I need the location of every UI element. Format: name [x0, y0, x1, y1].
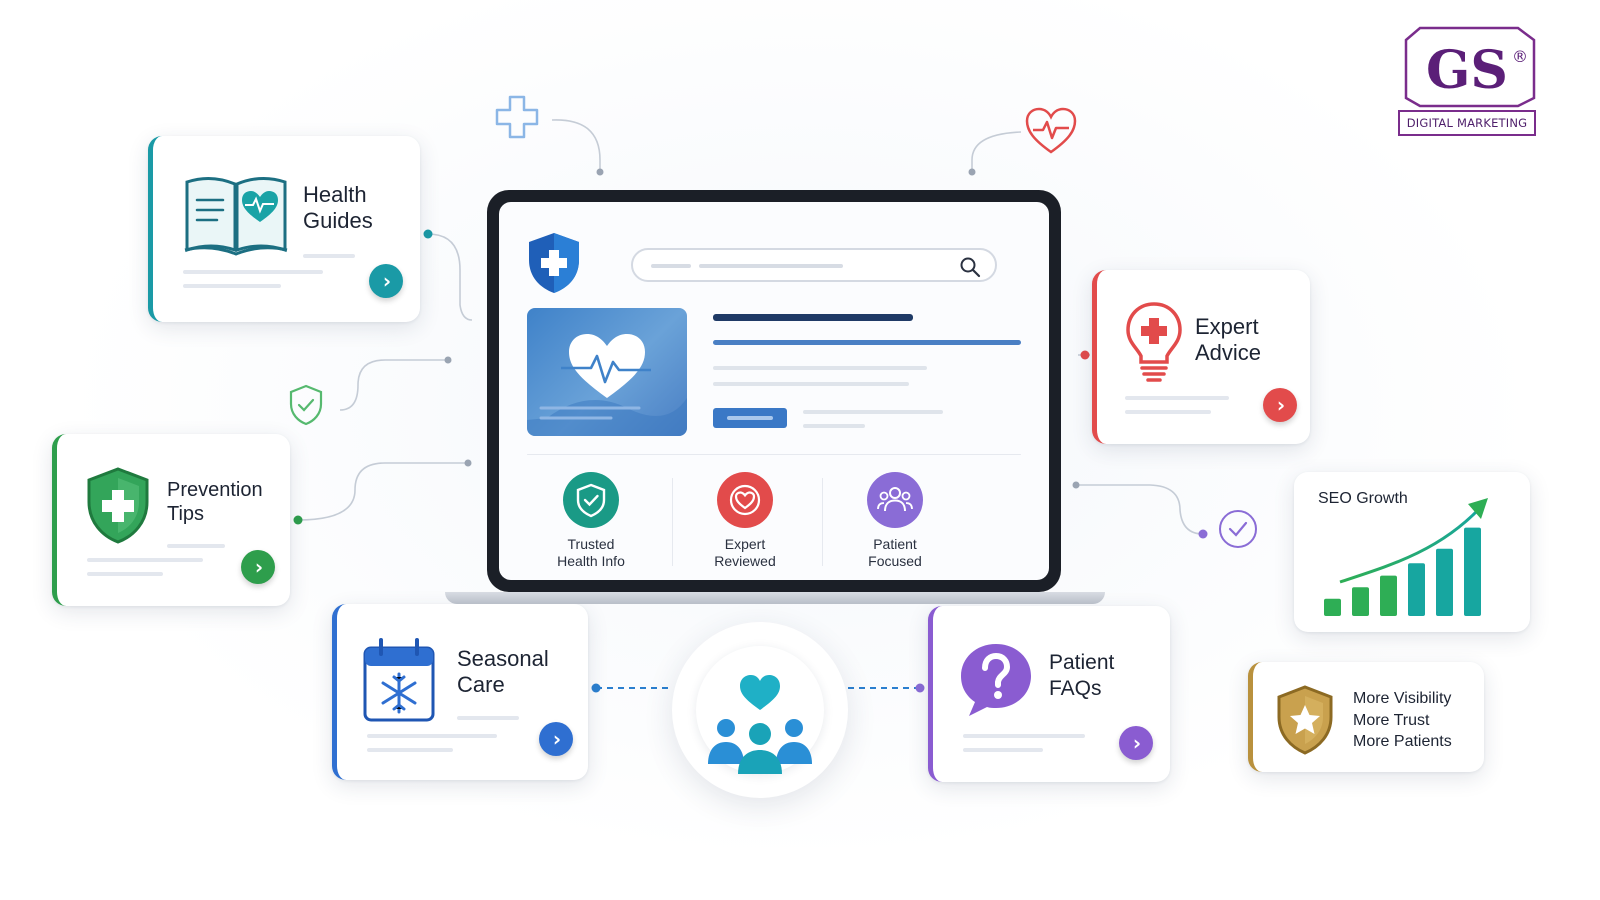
- card-seo-growth: SEO Growth: [1294, 472, 1530, 632]
- community-hub: [672, 622, 848, 798]
- feature-label: Patient Focused: [868, 536, 922, 569]
- hero-image: [527, 308, 687, 436]
- seo-growth-title: SEO Growth: [1318, 490, 1408, 507]
- feature-trusted-health-info: Trusted Health Info: [521, 472, 661, 570]
- medical-cross-outline-icon: [495, 95, 539, 139]
- divider: [527, 454, 1021, 455]
- seo-growth-chart: [1324, 498, 1488, 616]
- chevron-right-icon: ›: [382, 269, 392, 293]
- patient-faqs-arrow-button[interactable]: ›: [1119, 726, 1153, 760]
- placeholder-line: [457, 716, 519, 720]
- card-title: Prevention Tips: [167, 479, 263, 525]
- seo-bar: [1324, 598, 1341, 616]
- card-expert-advice[interactable]: Expert Advice ›: [1092, 270, 1310, 444]
- benefit-trust: More Trust: [1353, 711, 1430, 729]
- subheadline-line: [713, 340, 1021, 345]
- seo-bar: [1436, 548, 1453, 616]
- card-benefits: More Visibility More Trust More Patients: [1248, 662, 1484, 772]
- placeholder-line: [803, 410, 943, 414]
- heartbeat-outline-icon: [1025, 107, 1077, 154]
- chevron-right-icon: ›: [1276, 393, 1286, 417]
- question-bubble-icon: [961, 644, 1031, 716]
- health-guides-arrow-button[interactable]: ›: [369, 264, 403, 298]
- people-icon: [867, 472, 923, 528]
- brand-logo-mark: GS ®: [1404, 26, 1536, 108]
- placeholder-line: [87, 572, 163, 576]
- expert-advice-arrow-button[interactable]: ›: [1263, 388, 1297, 422]
- placeholder-line: [303, 254, 355, 258]
- placeholder-line: [699, 264, 843, 268]
- seo-bar: [1464, 527, 1481, 616]
- brand-tagline: DIGITAL MARKETING: [1398, 110, 1536, 136]
- divider: [672, 478, 673, 566]
- seo-bar: [1380, 575, 1397, 616]
- card-prevention-tips[interactable]: Prevention Tips ›: [52, 434, 290, 606]
- star-shield-icon: [1277, 685, 1333, 755]
- headline-line: [713, 314, 913, 321]
- chevron-right-icon: ›: [1132, 731, 1142, 755]
- heart-badge-icon: [717, 472, 773, 528]
- card-title: Patient FAQs: [1049, 651, 1115, 700]
- check-circle-icon: [1219, 510, 1257, 548]
- seo-bar: [1352, 587, 1369, 616]
- shield-medical-logo-icon: [529, 233, 579, 293]
- placeholder-line: [167, 544, 225, 548]
- placeholder-line: [183, 270, 323, 274]
- brand-logo: GS ® DIGITAL MARKETING: [1398, 26, 1540, 138]
- feature-label: Expert Reviewed: [714, 536, 776, 569]
- placeholder-line: [87, 558, 203, 562]
- search-input[interactable]: [631, 248, 997, 282]
- laptop-screen: Trusted Health Info Expert Reviewed Pati…: [499, 202, 1049, 580]
- placeholder-line: [651, 264, 691, 268]
- shield-cross-icon: [87, 467, 149, 544]
- shield-check-icon: [563, 472, 619, 528]
- button-text-placeholder: [727, 416, 773, 420]
- chevron-right-icon: ›: [254, 555, 264, 579]
- open-book-heart-icon: [184, 177, 288, 256]
- divider: [822, 478, 823, 566]
- placeholder-line: [713, 366, 927, 370]
- prevention-tips-arrow-button[interactable]: ›: [241, 550, 275, 584]
- shield-check-outline-icon: [289, 384, 323, 426]
- lightbulb-cross-icon: [1126, 302, 1182, 382]
- benefit-patients: More Patients: [1353, 733, 1452, 750]
- card-health-guides[interactable]: Health Guides ›: [148, 136, 420, 322]
- benefit-visibility: More Visibility: [1353, 690, 1452, 707]
- registered-mark: ®: [1512, 47, 1528, 66]
- feature-expert-reviewed: Expert Reviewed: [675, 472, 815, 570]
- card-title: Seasonal Care: [457, 646, 549, 697]
- seo-bar: [1408, 563, 1425, 616]
- placeholder-line: [183, 284, 281, 288]
- card-patient-faqs[interactable]: Patient FAQs ›: [928, 606, 1170, 782]
- placeholder-line: [963, 734, 1085, 738]
- placeholder-line: [367, 734, 497, 738]
- community-people-heart-icon: [708, 675, 812, 774]
- search-icon[interactable]: [959, 256, 981, 278]
- placeholder-line: [713, 382, 909, 386]
- heartbeat-heart-icon: [527, 334, 687, 436]
- card-title: Health Guides: [303, 182, 373, 233]
- laptop-device: Trusted Health Info Expert Reviewed Pati…: [487, 190, 1061, 592]
- placeholder-line: [803, 424, 865, 428]
- chevron-right-icon: ›: [552, 727, 562, 751]
- seasonal-care-arrow-button[interactable]: ›: [539, 722, 573, 756]
- card-seasonal-care[interactable]: Seasonal Care ›: [332, 604, 588, 780]
- card-title: Expert Advice: [1195, 314, 1262, 365]
- placeholder-line: [1125, 396, 1229, 400]
- feature-label: Trusted Health Info: [557, 536, 625, 569]
- placeholder-line: [963, 748, 1043, 752]
- placeholder-line: [367, 748, 453, 752]
- read-more-button[interactable]: [713, 408, 787, 428]
- placeholder-line: [1125, 410, 1211, 414]
- logo-letters: GS: [1426, 40, 1508, 101]
- feature-patient-focused: Patient Focused: [825, 472, 965, 570]
- calendar-snowflake-icon: [363, 638, 435, 722]
- laptop-base: [445, 592, 1105, 604]
